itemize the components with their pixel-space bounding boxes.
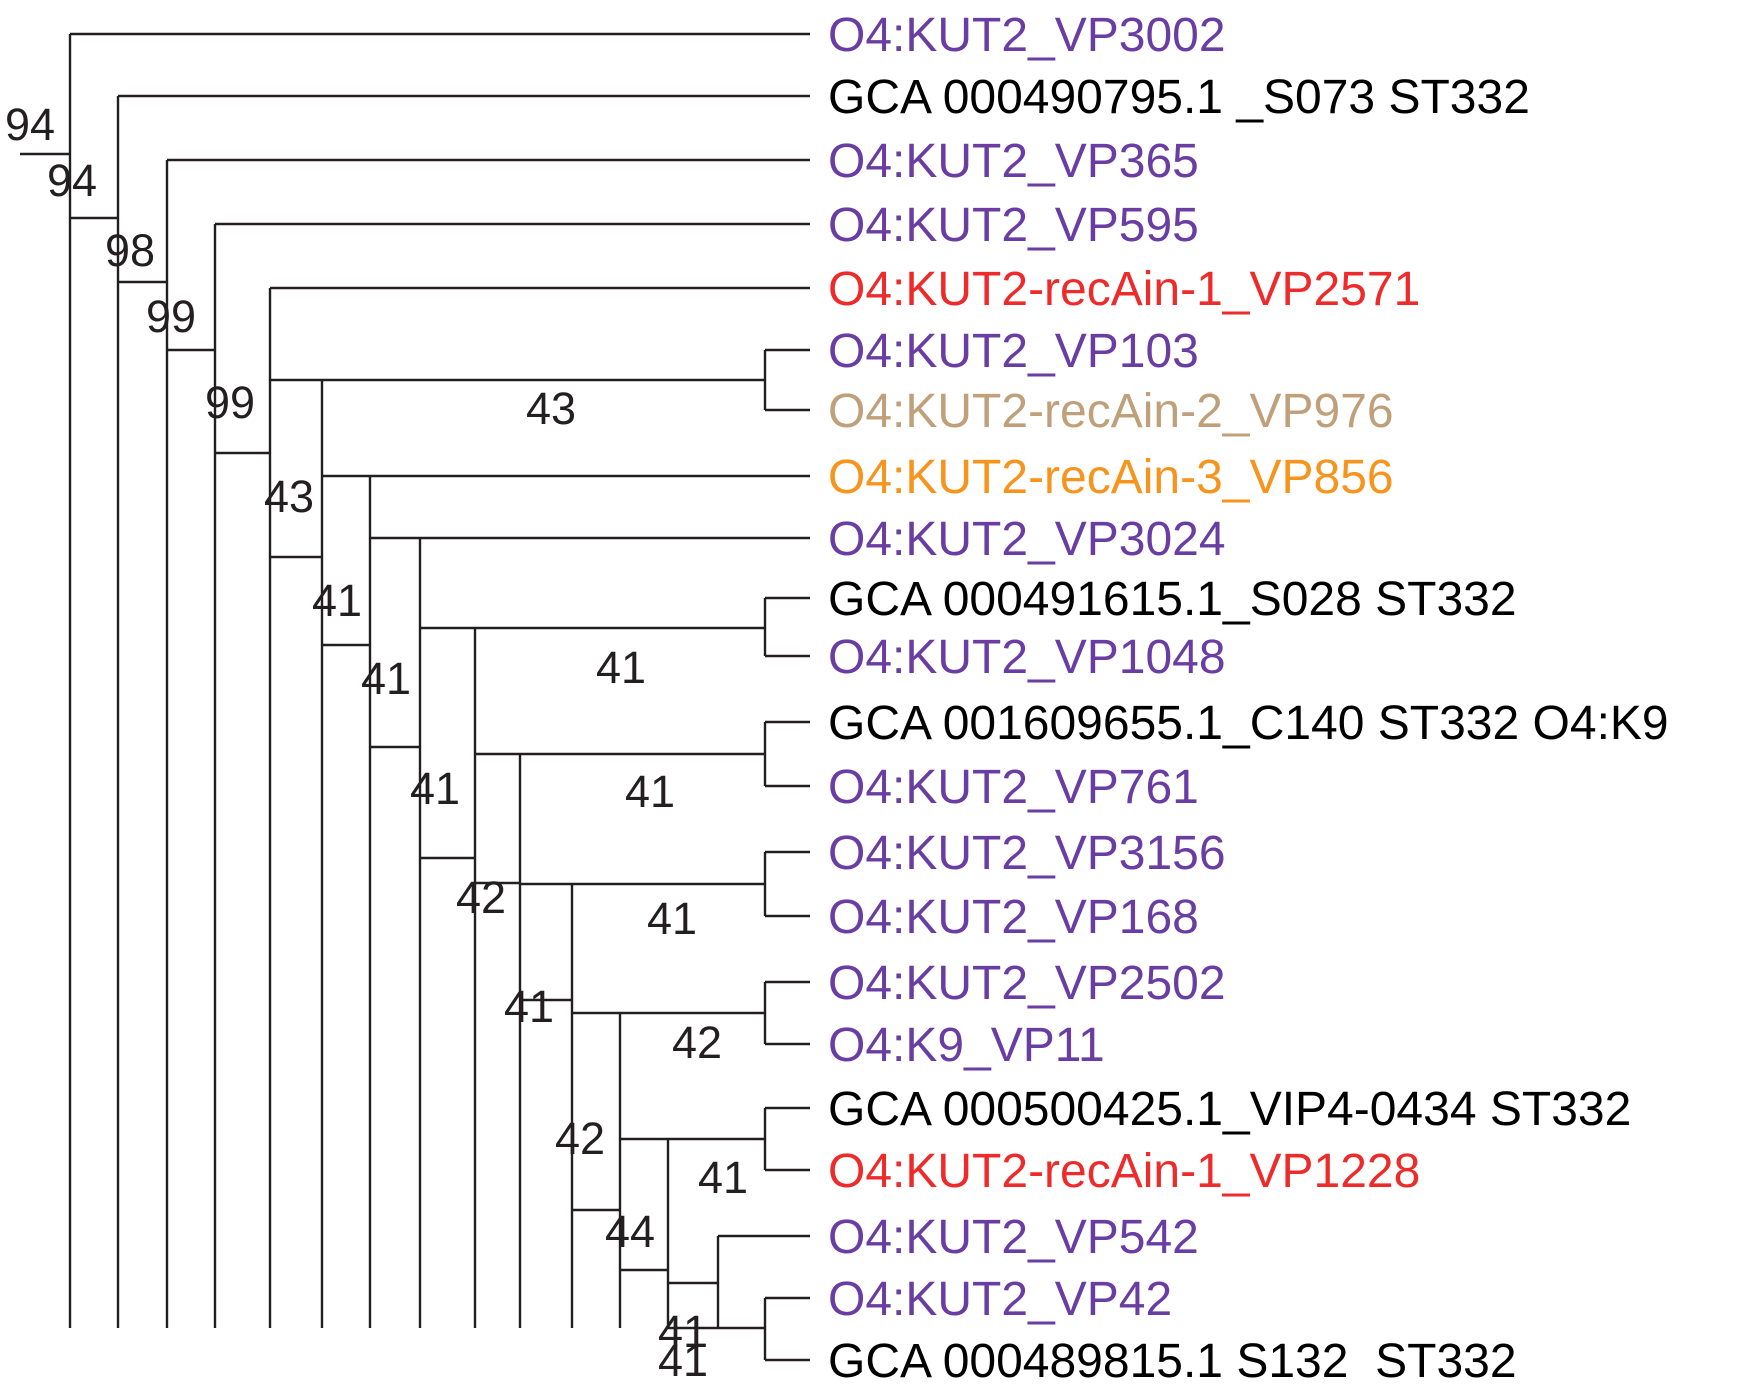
leaf-label: GCA 000489815.1 S132 ST332 bbox=[828, 1335, 1517, 1388]
bootstrap-value: 41 bbox=[658, 1306, 708, 1357]
leaf-label: O4:KUT2-recAin-1_VP1228 bbox=[828, 1145, 1420, 1198]
leaf-label: O4:KUT2_VP3156 bbox=[828, 827, 1226, 880]
bootstrap-value: 41 bbox=[410, 763, 460, 814]
leaf-label: O4:KUT2-recAin-2_VP976 bbox=[828, 385, 1394, 438]
bootstrap-value: 98 bbox=[105, 225, 155, 276]
bootstrap-value: 41 bbox=[312, 575, 362, 626]
leaf-label: O4:KUT2_VP42 bbox=[828, 1273, 1172, 1326]
leaf-label: GCA 000500425.1_VIP4-0434 ST332 bbox=[828, 1083, 1631, 1136]
bootstrap-value: 41 bbox=[698, 1152, 748, 1203]
bootstrap-value: 43 bbox=[526, 383, 576, 434]
leaf-label: O4:KUT2_VP3024 bbox=[828, 513, 1226, 566]
leaf-label: O4:K9_VP11 bbox=[828, 1019, 1105, 1072]
leaf-label: O4:KUT2_VP761 bbox=[828, 761, 1199, 814]
bootstrap-value: 41 bbox=[504, 981, 554, 1032]
leaf-label: O4:KUT2_VP103 bbox=[828, 325, 1199, 378]
bootstrap-value: 44 bbox=[605, 1206, 655, 1257]
bootstrap-value: 99 bbox=[205, 377, 255, 428]
leaf-label: O4:KUT2_VP1048 bbox=[828, 631, 1226, 684]
leaf-label: O4:KUT2_VP3002 bbox=[828, 9, 1226, 62]
bootstrap-value: 41 bbox=[596, 642, 646, 693]
bootstrap-value: 42 bbox=[456, 872, 506, 923]
bootstrap-value: 41 bbox=[625, 766, 675, 817]
leaf-label: GCA 001609655.1_C140 ST332 O4:K9 bbox=[828, 697, 1669, 750]
bootstrap-value: 41 bbox=[658, 1335, 708, 1386]
bootstrap-value: 41 bbox=[361, 653, 411, 704]
bootstrap-value: 41 bbox=[647, 893, 697, 944]
leaf-label: O4:KUT2_VP168 bbox=[828, 891, 1199, 944]
leaf-label: O4:KUT2_VP542 bbox=[828, 1211, 1199, 1264]
leaf-label: GCA 000491615.1_S028 ST332 bbox=[828, 573, 1517, 626]
bootstrap-value: 43 bbox=[264, 471, 314, 522]
tree-branches bbox=[20, 32, 810, 1362]
leaf-label: O4:KUT2-recAin-1_VP2571 bbox=[828, 263, 1420, 316]
bootstrap-value: 42 bbox=[672, 1017, 722, 1068]
bootstrap-value: 99 bbox=[146, 291, 196, 342]
leaf-label: O4:KUT2_VP2502 bbox=[828, 957, 1226, 1010]
leaf-label: O4:KUT2_VP595 bbox=[828, 199, 1199, 252]
bootstrap-value: 94 bbox=[5, 99, 55, 150]
leaf-label: O4:KUT2-recAin-3_VP856 bbox=[828, 451, 1394, 504]
leaf-label: GCA 000490795.1 _S073 ST332 bbox=[828, 71, 1530, 124]
leaf-label: O4:KUT2_VP365 bbox=[828, 135, 1199, 188]
bootstrap-value: 94 bbox=[47, 155, 97, 206]
bootstrap-value: 42 bbox=[555, 1113, 605, 1164]
